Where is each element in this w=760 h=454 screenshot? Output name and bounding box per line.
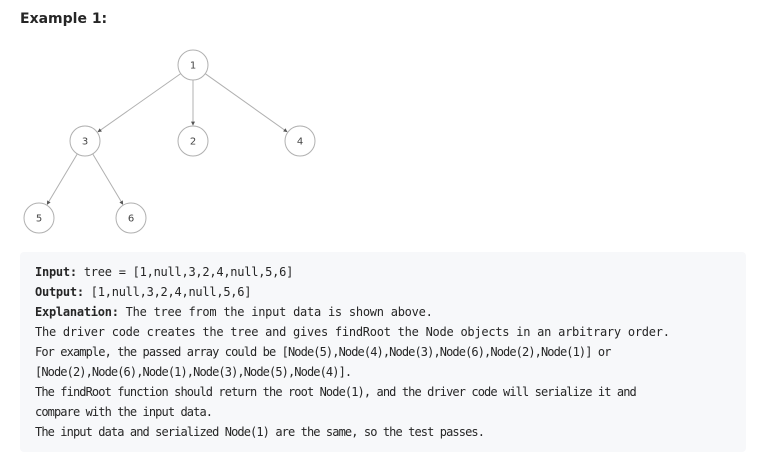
- explanation-value: The tree from the input data is shown ab…: [118, 305, 433, 319]
- tree-node-6: 6: [115, 202, 147, 234]
- explanation-label: Explanation:: [35, 305, 119, 319]
- input-line: Input: tree = [1,null,3,2,4,null,5,6]: [35, 262, 731, 282]
- node-label: 4: [297, 137, 303, 148]
- tree-edge: [97, 73, 182, 133]
- tree-edge: [46, 153, 78, 205]
- tree-diagram: 1 3 2 4 5 6: [23, 49, 316, 234]
- node-label: 2: [190, 137, 196, 148]
- node-circle: [69, 125, 101, 157]
- node-circle: [177, 49, 209, 81]
- node-label: 3: [82, 137, 88, 148]
- node-circle: [115, 202, 147, 234]
- input-value: tree = [1,null,3,2,4,null,5,6]: [76, 265, 294, 279]
- tree-node-3: 3: [69, 125, 101, 157]
- tree-node-1: 1: [177, 49, 209, 81]
- tree-node-4: 4: [284, 125, 316, 157]
- explanation-text-line: [Node(2),Node(6),Node(1),Node(3),Node(5)…: [35, 365, 352, 379]
- node-circle: [284, 125, 316, 157]
- example-code-block: Input: tree = [1,null,3,2,4,null,5,6] Ou…: [20, 252, 746, 452]
- explanation-text-line: The findRoot function should return the …: [35, 385, 637, 399]
- tree-edge: [92, 153, 124, 205]
- output-label: Output:: [35, 285, 84, 299]
- output-value: [1,null,3,2,4,null,5,6]: [83, 285, 252, 299]
- node-label: 6: [128, 214, 134, 225]
- tree-nodes: 1 3 2 4 5 6: [23, 49, 316, 234]
- input-label: Input:: [35, 265, 77, 279]
- output-line: Output: [1,null,3,2,4,null,5,6]: [35, 282, 731, 302]
- explanation-line: Explanation: The tree from the input dat…: [35, 302, 731, 322]
- tree-edges: [46, 73, 288, 205]
- node-circle: [23, 202, 55, 234]
- explanation-text-line: The driver code creates the tree and giv…: [35, 325, 670, 339]
- tree-edge: [204, 73, 288, 133]
- example-heading: Example 1:: [20, 11, 108, 27]
- explanation-text-line: For example, the passed array could be […: [35, 345, 611, 359]
- tree-node-5: 5: [23, 202, 55, 234]
- explanation-text-line: compare with the input data.: [35, 405, 213, 419]
- tree-node-2: 2: [177, 125, 209, 157]
- explanation-text-line: The input data and serialized Node(1) ar…: [35, 425, 485, 439]
- node-label: 1: [190, 61, 196, 72]
- node-circle: [177, 125, 209, 157]
- node-label: 5: [36, 214, 42, 225]
